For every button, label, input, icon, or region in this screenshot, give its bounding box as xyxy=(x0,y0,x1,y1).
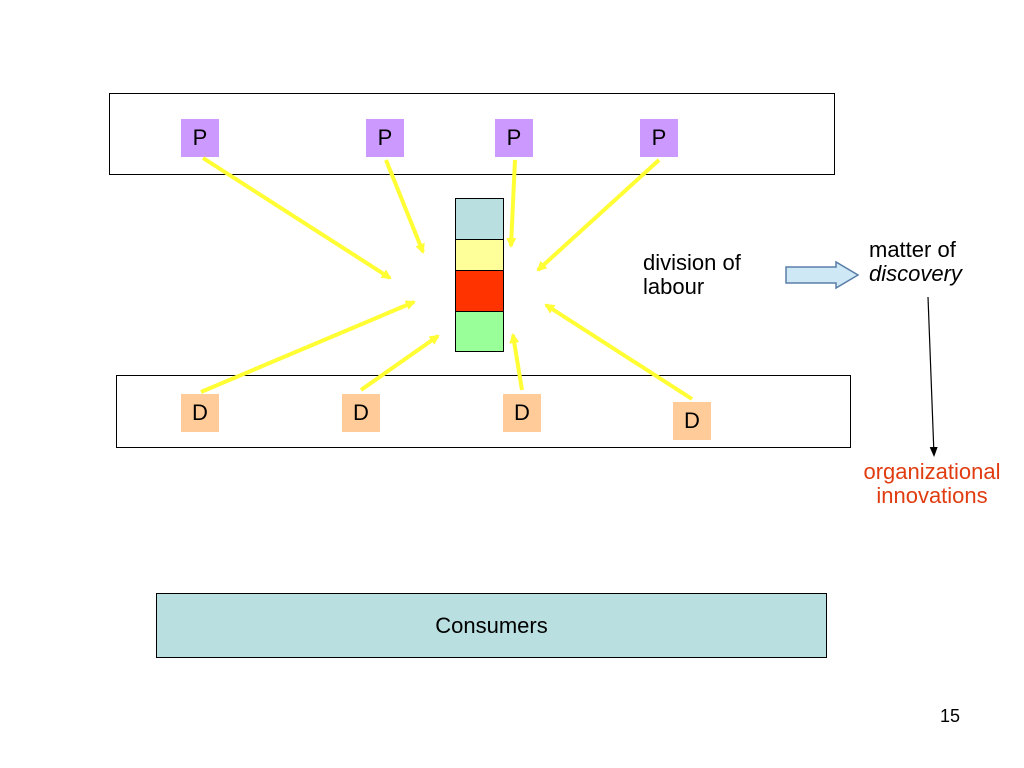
block-arrow-right xyxy=(785,260,860,290)
arrow-d2 xyxy=(359,334,440,392)
producer-box: P xyxy=(640,119,678,157)
arrow-d3 xyxy=(509,333,524,391)
distributor-box: D xyxy=(673,402,711,440)
arrow-to-innovations xyxy=(927,296,938,457)
distributors-band xyxy=(116,375,851,448)
consumers-label: Consumers xyxy=(435,612,548,638)
distributor-box: D xyxy=(503,394,541,432)
page-number: 15 xyxy=(939,706,961,726)
stack-segment-yellow xyxy=(455,239,504,271)
consumers-box: Consumers xyxy=(156,593,827,658)
stack-segment-blue xyxy=(455,198,504,240)
arrow-d4 xyxy=(544,303,694,401)
producer-box: P xyxy=(181,119,219,157)
producer-box: P xyxy=(366,119,404,157)
producers-band xyxy=(109,93,835,175)
stack-segment-green xyxy=(455,311,504,352)
matter-line1: matter of xyxy=(869,237,956,262)
arrow-p2 xyxy=(384,159,425,254)
organizational-innovations-label: organizational innovations xyxy=(863,459,1001,508)
distributor-box: D xyxy=(342,394,380,432)
arrow-p3 xyxy=(506,159,517,248)
stack-segment-red xyxy=(455,270,504,312)
distributor-box: D xyxy=(181,394,219,432)
matter-line2: discovery xyxy=(869,261,962,286)
arrow-p4 xyxy=(536,158,661,272)
arrow-d1 xyxy=(200,300,416,394)
division-of-labour-label: division of labour xyxy=(643,250,741,299)
matter-of-discovery-label: matter of discovery xyxy=(869,238,1009,286)
producer-box: P xyxy=(495,119,533,157)
arrow-p1 xyxy=(201,156,392,280)
